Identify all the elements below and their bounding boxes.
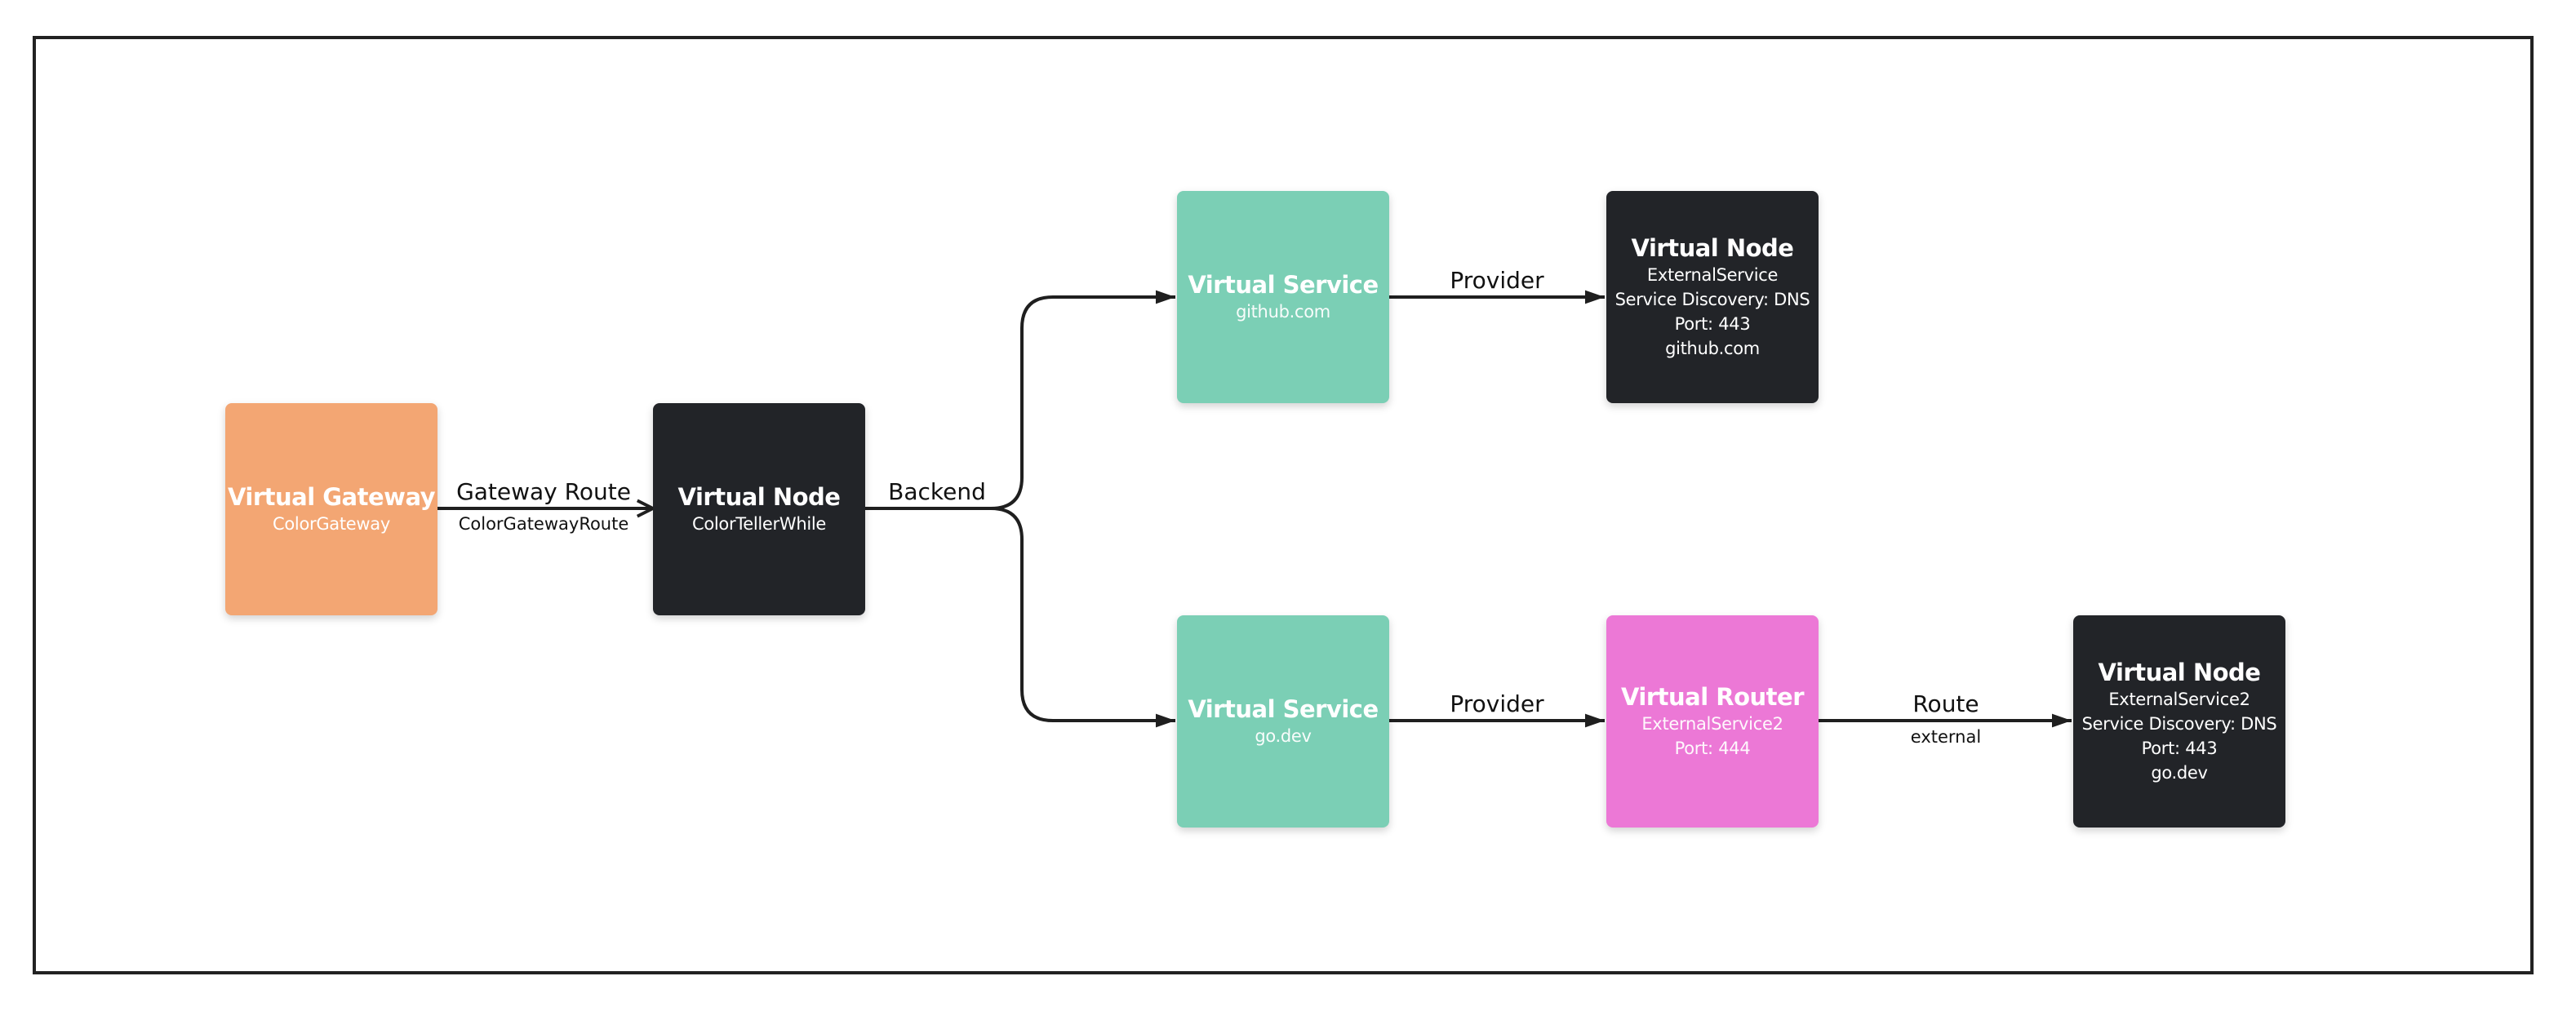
virtual-gateway-node[interactable]: Virtual Gateway ColorGateway xyxy=(225,403,437,615)
node-detail: ColorGateway xyxy=(273,514,390,534)
edge-sublabel-gateway-route: ColorGatewayRoute xyxy=(458,514,629,534)
virtual-node-colorteller[interactable]: Virtual Node ColorTellerWhile xyxy=(653,403,865,615)
node-detail: github.com xyxy=(1665,339,1760,358)
node-title: Virtual Node xyxy=(677,483,841,511)
node-detail: Port: 443 xyxy=(1674,314,1751,334)
diagram-frame xyxy=(33,36,2534,974)
edge-label-route: Route xyxy=(1912,690,1979,717)
node-detail: Service Discovery: DNS xyxy=(2081,714,2277,734)
virtual-service-github[interactable]: Virtual Service github.com xyxy=(1177,191,1389,403)
edge-label-backend: Backend xyxy=(888,478,986,505)
node-detail: ColorTellerWhile xyxy=(691,514,827,534)
node-title: Virtual Service xyxy=(1188,695,1379,723)
edge-sublabel-route: external xyxy=(1910,727,1982,747)
virtual-router-node[interactable]: Virtual Router ExternalService2 Port: 44… xyxy=(1606,615,1819,828)
virtual-service-godev[interactable]: Virtual Service go.dev xyxy=(1177,615,1389,828)
edge-label-provider-github: Provider xyxy=(1450,267,1544,294)
node-title: Virtual Router xyxy=(1620,683,1805,711)
node-detail: ExternalService2 xyxy=(1641,714,1783,734)
virtual-node-externalservice[interactable]: Virtual Node ExternalService Service Dis… xyxy=(1606,191,1819,403)
node-detail: Port: 443 xyxy=(2141,739,2218,758)
node-title: Virtual Gateway xyxy=(227,483,436,511)
node-detail: github.com xyxy=(1236,302,1330,322)
node-title: Virtual Service xyxy=(1188,271,1379,299)
virtual-node-externalservice2[interactable]: Virtual Node ExternalService2 Service Di… xyxy=(2073,615,2285,828)
node-detail: go.dev xyxy=(2151,763,2208,783)
edge-backend-to-godev-service xyxy=(990,507,1175,728)
node-detail: Port: 444 xyxy=(1674,739,1751,758)
node-title: Virtual Node xyxy=(2098,659,2261,686)
node-title: Virtual Node xyxy=(1631,234,1794,262)
edge-backend-to-github-service xyxy=(865,290,1175,510)
edge-label-provider-godev: Provider xyxy=(1450,690,1544,717)
node-detail: ExternalService2 xyxy=(2108,690,2250,709)
node-detail: go.dev xyxy=(1255,726,1312,746)
node-detail: Service Discovery: DNS xyxy=(1614,290,1810,309)
node-detail: ExternalService xyxy=(1646,265,1779,285)
edge-label-gateway-route: Gateway Route xyxy=(456,478,631,505)
